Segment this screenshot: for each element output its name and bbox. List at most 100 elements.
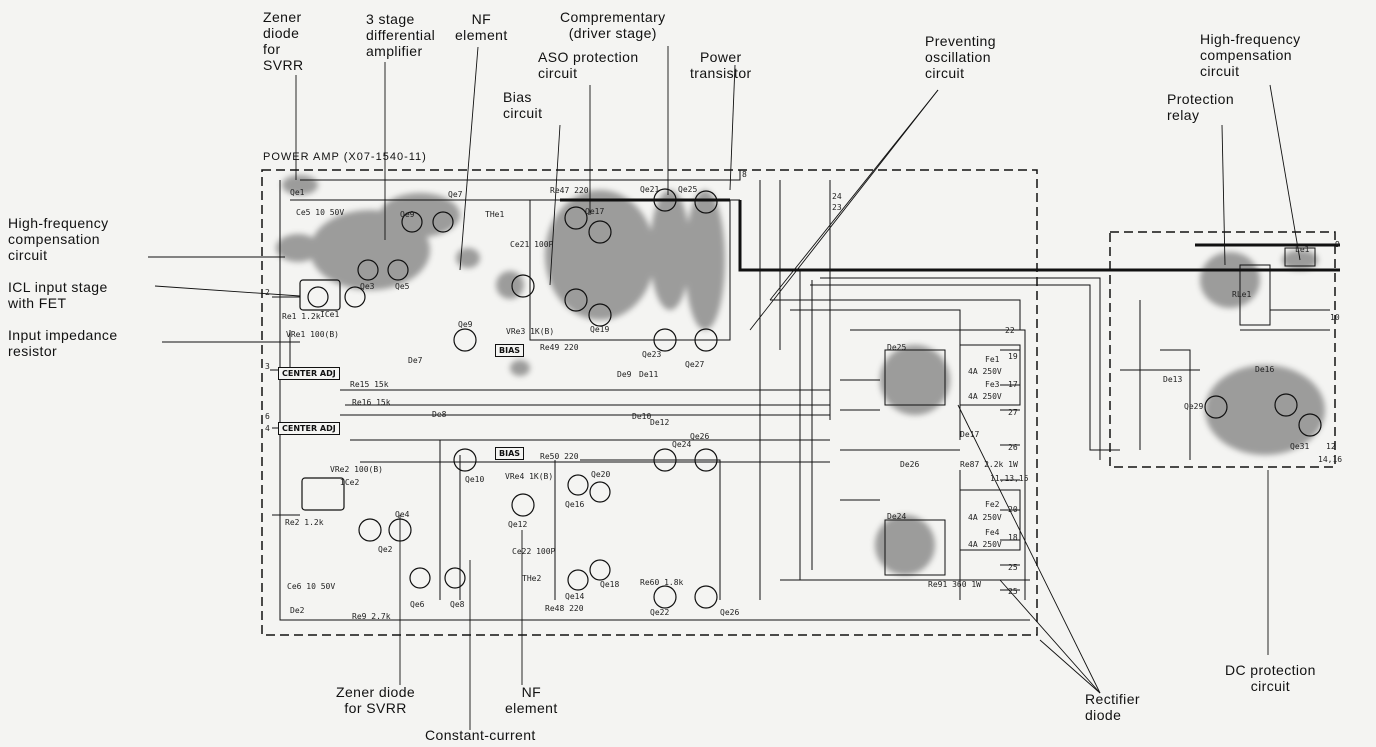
terminal-number: 18 bbox=[1008, 533, 1018, 542]
highlight-shading bbox=[276, 175, 1325, 575]
component-label: ICe1 bbox=[320, 310, 340, 319]
component-label: Qe6 bbox=[410, 600, 425, 609]
terminal-number: 25 bbox=[1008, 563, 1018, 572]
component-label: De2 bbox=[290, 606, 305, 615]
component-label: De10 bbox=[632, 412, 652, 421]
component-label: Qe2 bbox=[378, 545, 393, 554]
component-label: Re1 1.2k bbox=[282, 312, 321, 321]
component-label: Qe26 bbox=[720, 608, 740, 617]
component-label: Le1 bbox=[1295, 245, 1310, 254]
component-label: Qe9 bbox=[400, 210, 415, 219]
component-label: Qe14 bbox=[565, 592, 585, 601]
component-label: Re15 15k bbox=[350, 380, 389, 389]
terminal-number: 27 bbox=[1008, 408, 1018, 417]
bias-label: BIAS bbox=[495, 344, 525, 357]
component-label: Qe31 bbox=[1290, 442, 1310, 451]
component-label: Re2 1.2k bbox=[285, 518, 324, 527]
component-label: Qe20 bbox=[591, 470, 611, 479]
component-label: Qe17 bbox=[585, 207, 605, 216]
terminal-number: 24 bbox=[832, 192, 842, 201]
terminal-number: 20 bbox=[1008, 505, 1018, 514]
component-label: De9 bbox=[617, 370, 632, 379]
center-adj-label: CENTER ADJ bbox=[278, 367, 340, 380]
board-outline bbox=[261, 169, 1336, 636]
terminal-number: 14,16 bbox=[1318, 455, 1343, 464]
center-adj-label: CENTER ADJ bbox=[278, 422, 340, 435]
component-label: Qe4 bbox=[395, 510, 410, 519]
terminal-number: 23 bbox=[832, 203, 842, 212]
component-label: Qe26 bbox=[690, 432, 710, 441]
component-label: Qe3 bbox=[360, 282, 375, 291]
component-label: Re50 220 bbox=[540, 452, 579, 461]
component-label: VRe4 1K(B) bbox=[505, 472, 554, 481]
component-label: VRe2 100(B) bbox=[330, 465, 383, 474]
component-label: De16 bbox=[1255, 365, 1275, 374]
component-label: 4A 250V bbox=[968, 367, 1002, 376]
component-label: Re16 15k bbox=[352, 398, 391, 407]
component-label: Fe2 bbox=[985, 500, 1000, 509]
component-label: De12 bbox=[650, 418, 670, 427]
terminal-number: 11,13,15 bbox=[990, 474, 1029, 483]
component-label: THe2 bbox=[522, 574, 542, 583]
terminal-number: 9 bbox=[1335, 240, 1340, 249]
component-label: Re91 360 1W bbox=[928, 580, 981, 589]
component-label: 4A 250V bbox=[968, 540, 1002, 549]
component-label: Qe10 bbox=[465, 475, 485, 484]
terminal-number: 12 bbox=[1326, 442, 1336, 451]
component-label: VRe3 1K(B) bbox=[506, 327, 555, 336]
component-label: De8 bbox=[432, 410, 447, 419]
board-title: POWER AMP (X07-1540-11) bbox=[263, 151, 427, 163]
component-label: Qe29 bbox=[1184, 402, 1204, 411]
component-label: THe1 bbox=[485, 210, 505, 219]
bias-label: BIAS bbox=[495, 447, 525, 460]
component-label: Re60 1.8k bbox=[640, 578, 684, 587]
component-label: Ce5 10 50V bbox=[296, 208, 345, 217]
terminal-number: 26 bbox=[1008, 443, 1018, 452]
transistors bbox=[307, 188, 1322, 609]
traces bbox=[270, 170, 1330, 621]
component-label: Fe4 bbox=[985, 528, 1000, 537]
component-label: Re49 220 bbox=[540, 343, 579, 352]
component-label: Re9 2.7k bbox=[352, 612, 391, 621]
ic-blocks bbox=[299, 279, 345, 511]
component-label: De24 bbox=[887, 512, 907, 521]
output-bus bbox=[560, 198, 1340, 272]
terminal-number: 6 bbox=[265, 412, 270, 421]
rectifier-blocks bbox=[884, 247, 1316, 576]
component-label: ICe2 bbox=[340, 478, 360, 487]
component-label: VRe1 100(B) bbox=[286, 330, 339, 339]
terminal-number: 19 bbox=[1008, 352, 1018, 361]
terminal-number: 17 bbox=[1008, 380, 1018, 389]
component-label: Qe1 bbox=[290, 188, 305, 197]
component-label: 4A 250V bbox=[968, 392, 1002, 401]
callout-comprementary: Comprementary(driver stage) bbox=[560, 9, 666, 41]
terminal-number: 8 bbox=[742, 170, 747, 179]
component-label: Fe1 bbox=[985, 355, 1000, 364]
terminal-number: 10 bbox=[1330, 313, 1340, 322]
terminal-number: 25 bbox=[1008, 587, 1018, 596]
component-label: Re47 220 bbox=[550, 186, 589, 195]
component-label: Qe12 bbox=[508, 520, 528, 529]
component-label: De17 bbox=[960, 430, 980, 439]
component-label: Qe16 bbox=[565, 500, 585, 509]
component-label: Qe25 bbox=[678, 185, 698, 194]
leader-lines bbox=[148, 46, 1301, 730]
component-label: De7 bbox=[408, 356, 423, 365]
component-label: Qe23 bbox=[642, 350, 662, 359]
component-label: De13 bbox=[1163, 375, 1183, 384]
component-label: De11 bbox=[639, 370, 659, 379]
